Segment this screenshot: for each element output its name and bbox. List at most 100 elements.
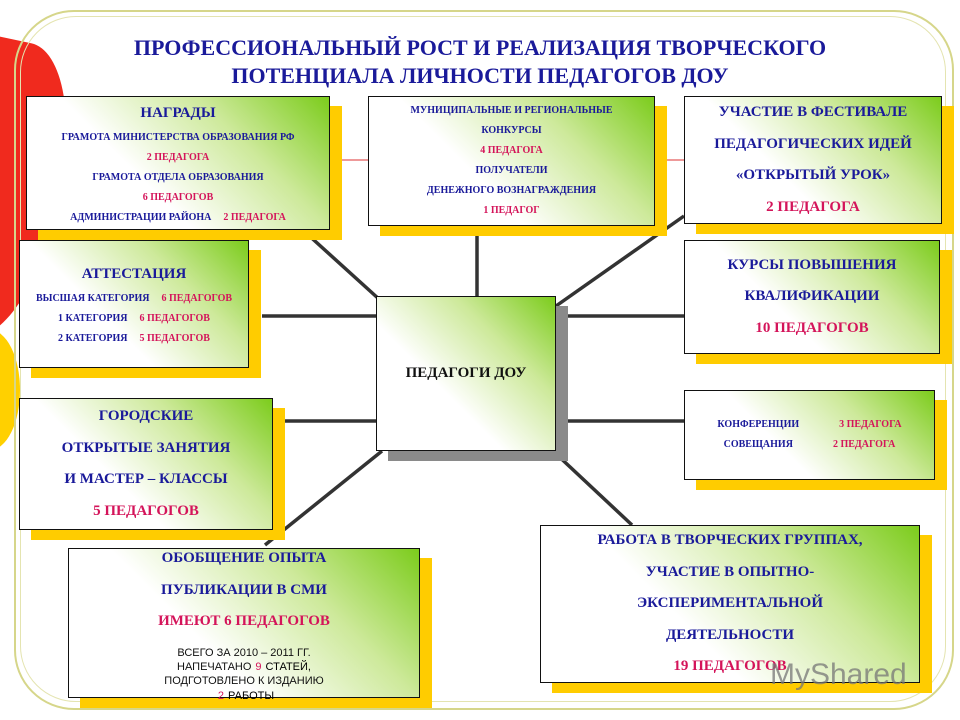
title-line-2: ПОТЕНЦИАЛА ЛИЧНОСТИ ПЕДАГОГОВ ДОУ — [231, 63, 729, 88]
line-text: 2 ПЕДАГОГА — [766, 198, 860, 215]
box-experience: ОБОБЩЕНИЕ ОПЫТА ПУБЛИКАЦИИ В СМИ ИМЕЮТ 6 П… — [68, 548, 420, 702]
line-text: 5 ПЕДАГОГОВ — [93, 502, 199, 519]
box-line: ДЕЯТЕЛЬНОСТИ — [541, 620, 919, 652]
line-text: КОНКУРСЫ — [481, 125, 542, 136]
box-line: И МАСТЕР – КЛАССЫ — [20, 464, 272, 496]
line-number: 9 — [255, 660, 262, 673]
box-line: ПОДГОТОВЛЕНО К ИЗДАНИЮ — [69, 674, 419, 688]
connector-creative-groups — [551, 449, 634, 527]
title-line-1: ПРОФЕССИОНАЛЬНЫЙ РОСТ И РЕАЛИЗАЦИЯ ТВОРЧ… — [133, 35, 827, 60]
center-box: ПЕДАГОГИ ДОУ — [376, 296, 556, 451]
line-text: ПОДГОТОВЛЕНО К ИЗДАНИЮ — [164, 675, 324, 688]
box-line: РАБОТА В ТВОРЧЕСКИХ ГРУППАХ, — [541, 525, 919, 557]
line-text: КВАЛИФИКАЦИИ — [744, 288, 880, 305]
line-text: ДЕЯТЕЛЬНОСТИ — [665, 626, 795, 643]
line-text: РАБОТА В ТВОРЧЕСКИХ ГРУППАХ, — [597, 532, 863, 549]
line-text: «ОТКРЫТЫЙ УРОК» — [735, 167, 891, 183]
box-line: 1 КАТЕГОРИЯ 6 ПЕДАГОГОВ — [20, 309, 248, 329]
line-text: И МАСТЕР – КЛАССЫ — [64, 471, 228, 487]
box-creative-groups: РАБОТА В ТВОРЧЕСКИХ ГРУППАХ, УЧАСТИЕ В ОП… — [540, 525, 920, 683]
line-count: 2 ПЕДАГОГА — [832, 439, 896, 450]
line-text: УЧАСТИЕ В ОПЫТНО- — [645, 563, 815, 580]
box-line: ПУБЛИКАЦИИ В СМИ — [69, 575, 419, 607]
line-text: 1 КАТЕГОРИЯ — [58, 313, 128, 324]
box-line: НАГРАДЫ — [27, 98, 329, 128]
line-count: 2 ПЕДАГОГА — [223, 212, 286, 223]
box-awards: НАГРАДЫ ГРАМОТА МИНИСТЕРСТВА ОБРАЗОВАНИЯ … — [26, 96, 330, 230]
line-text: ОТКРЫТЫЕ ЗАНЯТИЯ — [61, 439, 231, 456]
connector-experience — [263, 449, 384, 547]
line-text: КУРСЫ ПОВЫШЕНИЯ — [727, 256, 897, 273]
line-text: 2 ПЕДАГОГА — [146, 152, 210, 163]
box-line: ГРАМОТА ОТДЕЛА ОБРАЗОВАНИЯ — [27, 168, 329, 188]
line-text: АТТЕСТАЦИЯ — [81, 266, 187, 282]
line-text: МУНИЦИПАЛЬНЫЕ И РЕГИОНАЛЬНЫЕ — [410, 105, 613, 116]
line-text: ВЫСШАЯ КАТЕГОРИЯ — [35, 293, 150, 304]
line-number: 2 — [217, 689, 225, 702]
slide-title: ПРОФЕССИОНАЛЬНЫЙ РОСТ И РЕАЛИЗАЦИЯ ТВОРЧ… — [40, 34, 920, 90]
box-line: ИМЕЮТ 6 ПЕДАГОГОВ — [69, 606, 419, 638]
line-text: ВСЕГО ЗА 2010 – 2011 ГГ. — [177, 646, 311, 659]
line-text: АДМИНИСТРАЦИИ РАЙОНА — [70, 212, 212, 223]
box-line: УЧАСТИЕ В ФЕСТИВАЛЕ — [685, 97, 941, 129]
center-label: ПЕДАГОГИ ДОУ — [405, 365, 527, 381]
box-line: 1 ПЕДАГОГ — [369, 201, 654, 221]
line-text: ДЕНЕЖНОГО ВОЗНАГРАЖДЕНИЯ — [426, 185, 597, 196]
box-line: 10 ПЕДАГОГОВ — [685, 313, 939, 345]
box-line: ЭКСПЕРИМЕНТАЛЬНОЙ — [541, 588, 919, 620]
line-text: ИМЕЮТ 6 ПЕДАГОГОВ — [158, 613, 330, 630]
line-text: ОБОБЩЕНИЕ ОПЫТА — [161, 550, 327, 567]
line-text: ГРАМОТА МИНИСТЕРСТВА ОБРАЗОВАНИЯ РФ — [61, 132, 295, 143]
box-line: АТТЕСТАЦИЯ — [20, 259, 248, 289]
line-count: 6 ПЕДАГОГОВ — [139, 313, 210, 324]
box-line: АДМИНИСТРАЦИИ РАЙОНА 2 ПЕДАГОГА — [27, 208, 329, 228]
box-line: ГОРОДСКИЕ — [20, 401, 272, 433]
line-text: 19 ПЕДАГОГОВ — [673, 658, 787, 675]
line-rest: РАБОТЫ — [228, 689, 275, 702]
line-text: ПЕДАГОГИЧЕСКИХ ИДЕЙ — [714, 135, 912, 152]
box-courses: КУРСЫ ПОВЫШЕНИЯ КВАЛИФИКАЦИИ 10 ПЕДАГОГОВ — [684, 240, 940, 354]
box-line: КОНКУРСЫ — [369, 121, 654, 141]
line-count: 5 ПЕДАГОГОВ — [139, 333, 210, 344]
box-line: КОНФЕРЕНЦИИ 3 ПЕДАГОГА — [685, 415, 934, 435]
box-line: ПЕДАГОГИЧЕСКИХ ИДЕЙ — [685, 129, 941, 161]
line-text: ГРАМОТА ОТДЕЛА ОБРАЗОВАНИЯ — [92, 172, 264, 183]
box-line: ПОЛУЧАТЕЛИ — [369, 161, 654, 181]
line-text: ГОРОДСКИЕ — [98, 408, 194, 424]
box-line: ОБОБЩЕНИЕ ОПЫТА — [69, 543, 419, 575]
connector-awards — [303, 230, 382, 302]
line-text: ПОЛУЧАТЕЛИ — [475, 165, 548, 176]
box-line: КВАЛИФИКАЦИИ — [685, 281, 939, 313]
line-text: ЭКСПЕРИМЕНТАЛЬНОЙ — [636, 595, 824, 612]
line-text: КОНФЕРЕНЦИИ — [717, 419, 800, 430]
line-count: 6 ПЕДАГОГОВ — [161, 293, 233, 304]
box-line: КУРСЫ ПОВЫШЕНИЯ — [685, 250, 939, 282]
line-text: УЧАСТИЕ В ФЕСТИВАЛЕ — [718, 104, 908, 120]
line-text: ПУБЛИКАЦИИ В СМИ — [161, 581, 327, 598]
line-text: 10 ПЕДАГОГОВ — [755, 319, 869, 336]
box-open-lessons: ГОРОДСКИЕ ОТКРЫТЫЕ ЗАНЯТИЯ И МАСТЕР – КЛАС… — [19, 398, 273, 530]
box-line: ГРАМОТА МИНИСТЕРСТВА ОБРАЗОВАНИЯ РФ — [27, 128, 329, 148]
box-line: МУНИЦИПАЛЬНЫЕ И РЕГИОНАЛЬНЫЕ — [369, 101, 654, 121]
watermark: MyShared — [770, 658, 907, 691]
line-text: НАГРАДЫ — [140, 105, 216, 121]
line-text: 4 ПЕДАГОГА — [480, 145, 543, 156]
line-count: 3 ПЕДАГОГА — [839, 419, 902, 430]
line-text: НАПЕЧАТАНО — [177, 660, 252, 673]
box-line: 19 ПЕДАГОГОВ — [541, 651, 919, 683]
box-line: 2 ПЕДАГОГА — [27, 148, 329, 168]
box-line: «ОТКРЫТЫЙ УРОК» — [685, 160, 941, 192]
box-line: УЧАСТИЕ В ОПЫТНО- — [541, 557, 919, 589]
box-line: ВСЕГО ЗА 2010 – 2011 ГГ. — [69, 646, 419, 660]
box-line: 6 ПЕДАГОГОВ — [27, 188, 329, 208]
box-line: 4 ПЕДАГОГА — [369, 141, 654, 161]
box-line: 5 ПЕДАГОГОВ — [20, 496, 272, 528]
line-text: 6 ПЕДАГОГОВ — [142, 192, 214, 203]
box-festival: УЧАСТИЕ В ФЕСТИВАЛЕ ПЕДАГОГИЧЕСКИХ ИДЕЙ «О… — [684, 96, 942, 224]
